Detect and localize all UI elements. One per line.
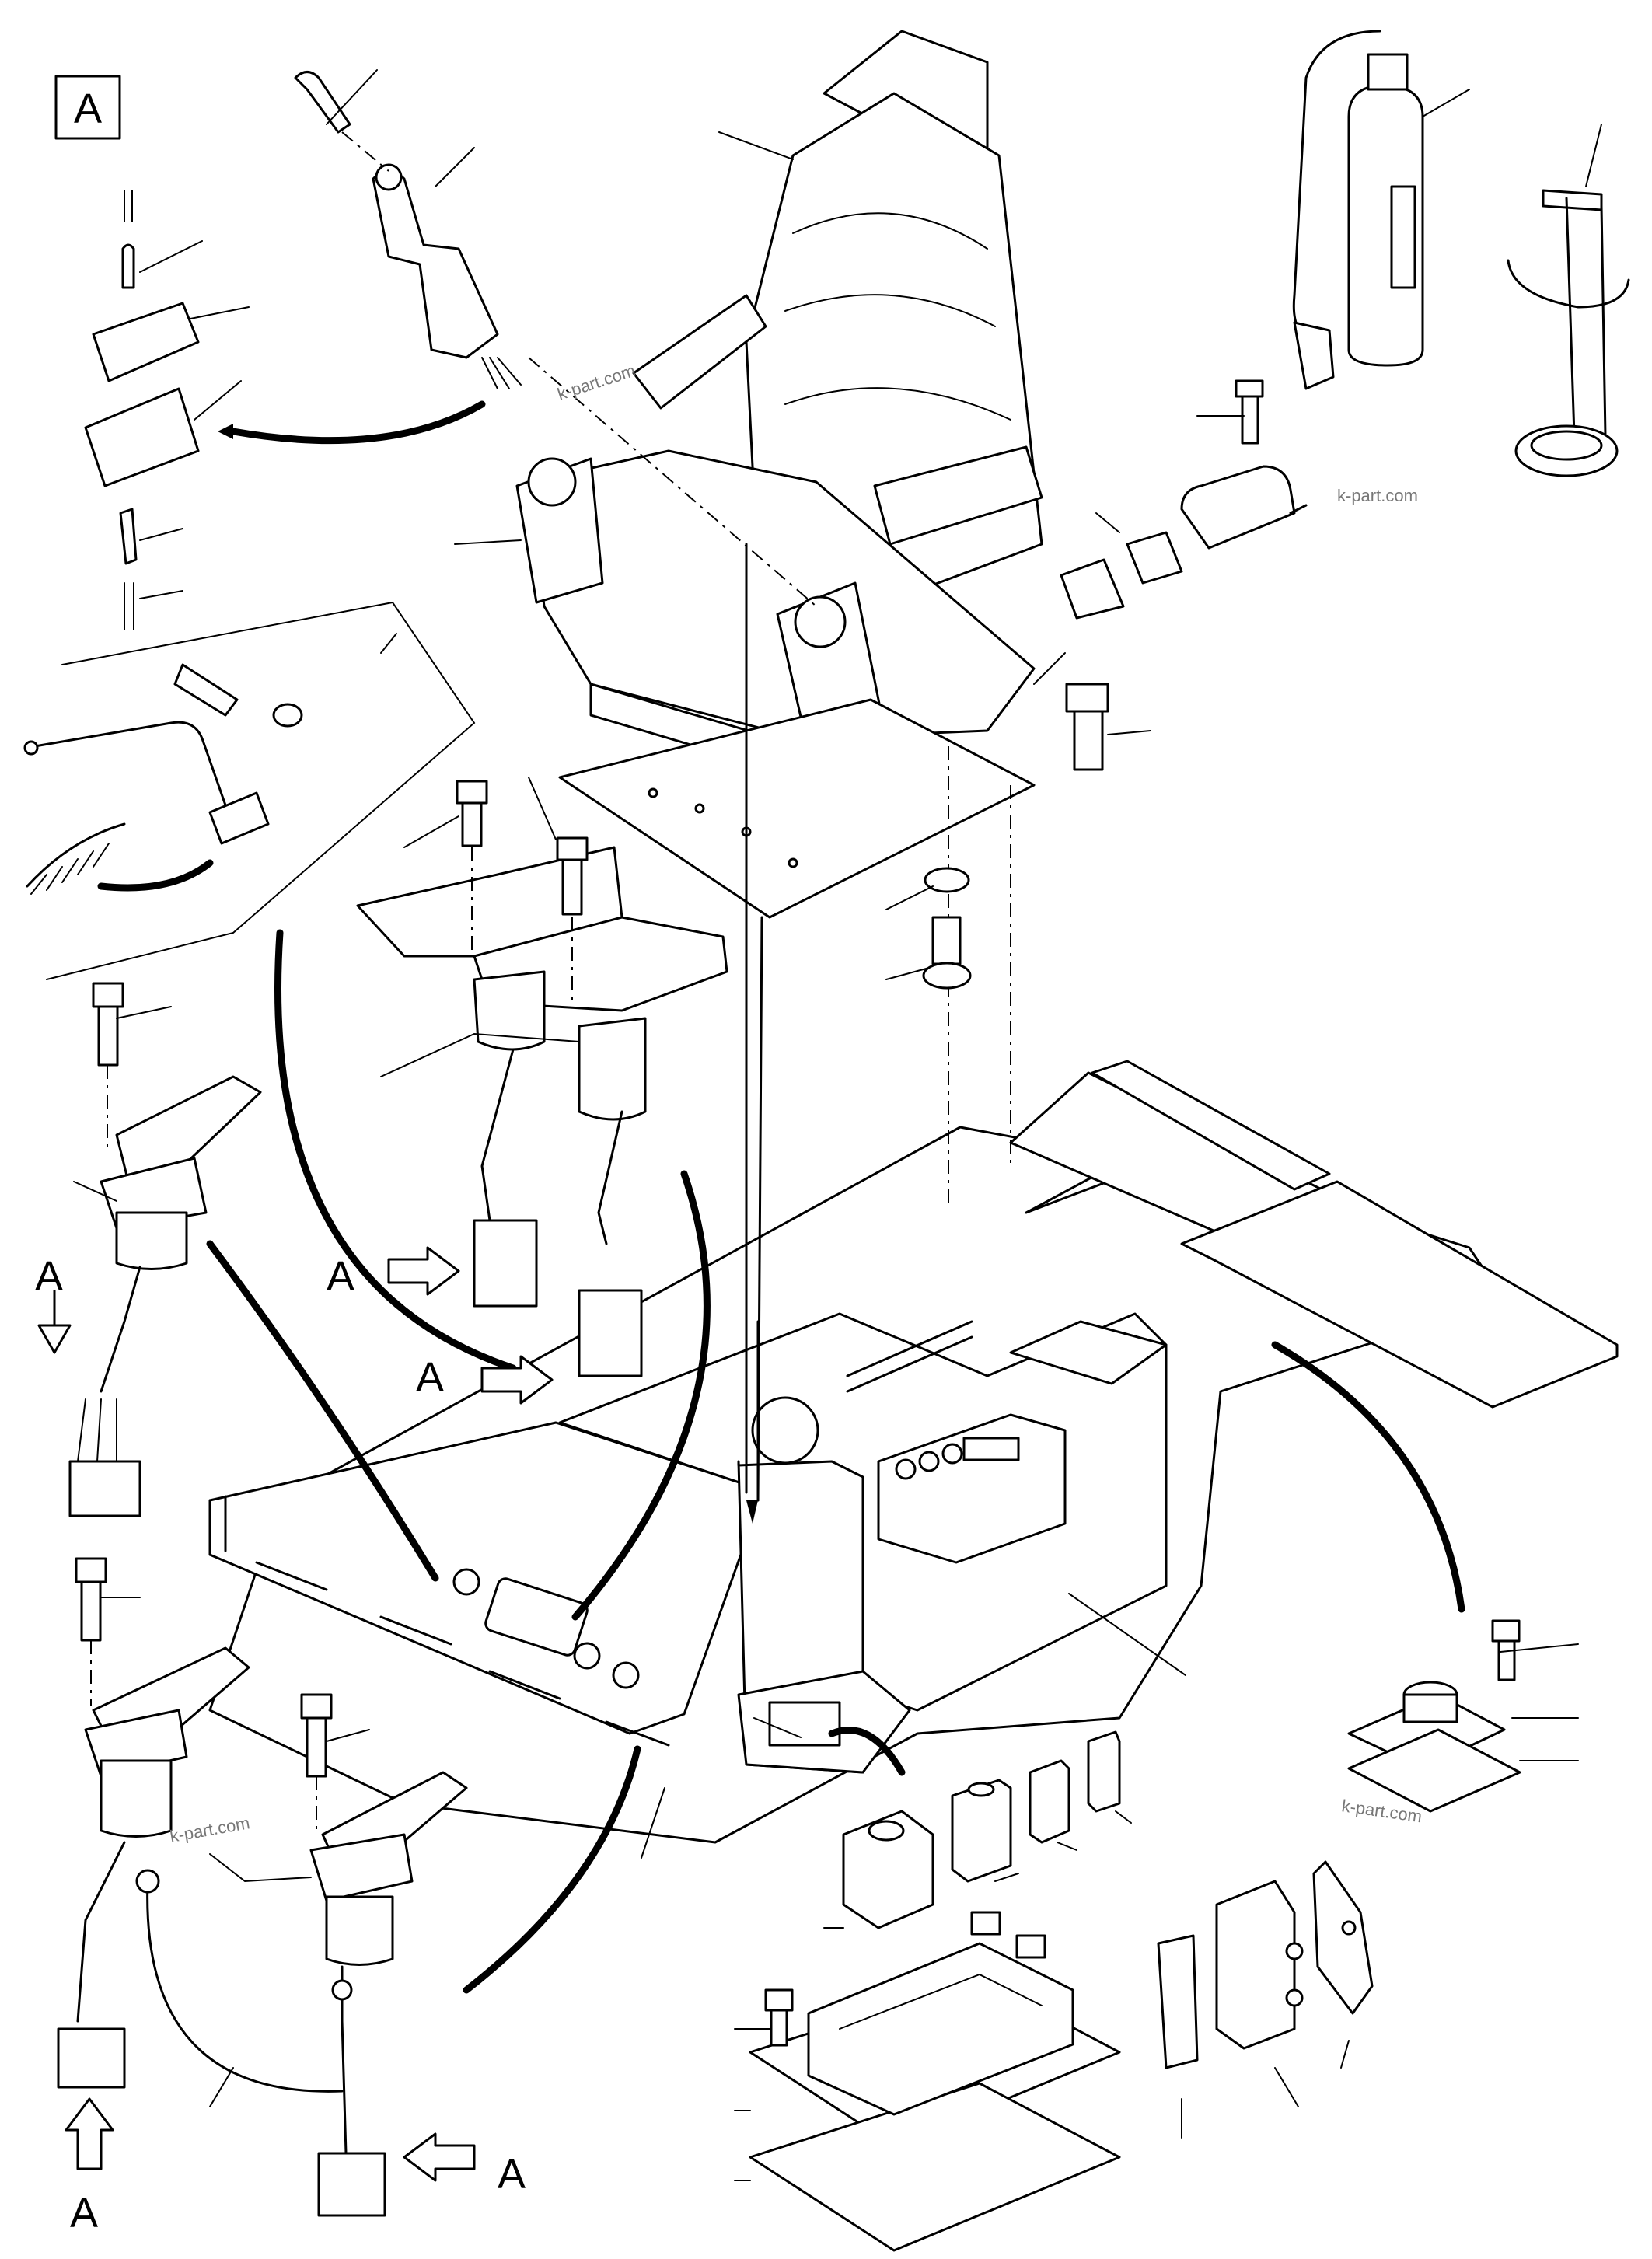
svg-text:A: A <box>70 2190 98 2236</box>
switch-cylinder <box>1180 465 1308 550</box>
base-plate-bolt <box>1065 683 1109 771</box>
switch-bolt <box>1235 379 1264 445</box>
base-plate-washer <box>924 867 970 893</box>
bracket-housing <box>1215 1880 1304 2050</box>
view-arrow-a-5: A <box>403 2132 526 2198</box>
svg-text:A: A <box>35 1253 63 1300</box>
connector-parts-column <box>84 190 200 630</box>
view-arrow-a-4: A <box>65 2097 114 2236</box>
view-label-box: A <box>54 75 121 140</box>
view-arrow-a-3: A <box>416 1354 554 1405</box>
square-block-3 <box>1029 1759 1070 1844</box>
svg-text:A: A <box>327 1253 354 1300</box>
switch-spring-coupling <box>1060 531 1183 620</box>
watermark: k-part.com <box>1337 486 1418 505</box>
view-arrow-a-2: A <box>327 1246 460 1300</box>
lever-spring-kit <box>23 601 476 980</box>
left-pedal-lower <box>57 1557 250 2089</box>
cab-console-housing <box>558 1312 1168 1774</box>
mounting-box <box>749 1911 1121 2252</box>
joystick-bolt <box>294 71 351 134</box>
svg-text:A: A <box>498 2151 526 2198</box>
mounting-bracket <box>1312 1860 1374 2015</box>
svg-text:A: A <box>416 1354 444 1401</box>
view-arrow-a-1: A <box>35 1253 72 1354</box>
left-pedal-upper <box>68 982 262 1517</box>
pedal-bolt-2 <box>556 836 589 916</box>
pedal-bolt-1 <box>456 780 488 847</box>
watermark: k-part.com <box>169 1813 252 1846</box>
square-block-4 <box>1087 1730 1121 1813</box>
right-pedal-lower <box>300 1693 468 2217</box>
seat-right-armrest <box>873 445 1043 546</box>
fire-extinguisher <box>1292 30 1424 390</box>
base-plate-nut <box>922 916 972 990</box>
square-block-1 <box>842 1810 934 1929</box>
leader-lines <box>73 69 1602 2181</box>
left-joystick <box>372 163 522 389</box>
double-pedal-assembly <box>356 846 728 1377</box>
seat-cushion <box>527 449 1036 740</box>
watermark: k-part.com <box>555 361 638 404</box>
seat-left-armrest <box>632 294 767 410</box>
extinguisher-bracket <box>1507 189 1630 477</box>
flanged-mount-pad <box>1347 1619 1521 1813</box>
seat-base-plate <box>558 698 1036 919</box>
square-block-2 <box>951 1779 1012 1883</box>
operator-seat <box>515 30 1043 919</box>
cover-strip <box>1157 1934 1199 2069</box>
view-label: A <box>74 86 102 132</box>
